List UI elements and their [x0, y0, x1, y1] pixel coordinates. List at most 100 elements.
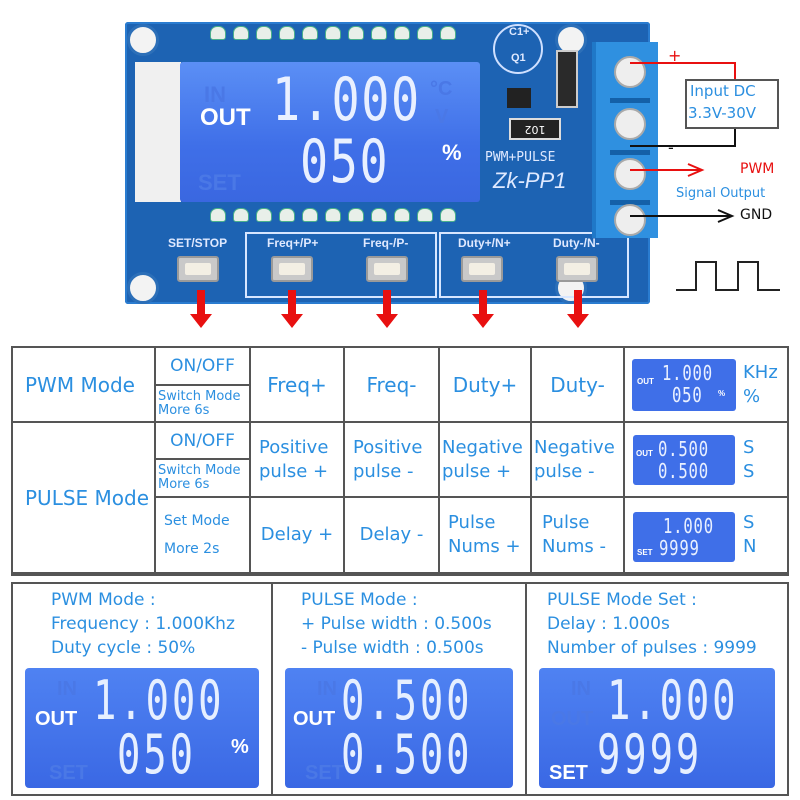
lcd-pins-top [210, 26, 456, 40]
arrow-down-icon [567, 290, 589, 328]
panel-line: Delay : 1.000s [547, 614, 670, 634]
unit-khz: KHz [743, 362, 778, 383]
delay-plus-cell: Delay + [251, 498, 345, 574]
cell-line1: Pulse [542, 512, 590, 533]
switch-mode-line2: More 6s [158, 402, 210, 418]
duty-minus-button[interactable] [556, 256, 598, 282]
button-label-set-stop: SET/STOP [168, 236, 228, 250]
lcd-line2: 050 [300, 127, 390, 197]
set-mode-line1: Set Mode [164, 513, 230, 529]
terminal-screw-plus[interactable] [614, 56, 646, 88]
negative-wire [630, 128, 736, 147]
set-stop-on-off: ON/OFF [156, 423, 251, 460]
unit-s: S [743, 461, 755, 482]
cell-line1: Positive [353, 436, 423, 458]
cell-line2: pulse - [353, 460, 414, 482]
mounting-hole [127, 24, 159, 56]
unit-s: S [743, 437, 755, 458]
terminal-screw-gnd[interactable] [614, 204, 646, 236]
cell-line1: Negative [534, 436, 615, 458]
unit-s: S [743, 512, 755, 533]
signal-output-label: Signal Output [676, 186, 766, 201]
terminal-block [592, 42, 658, 238]
terminal-screw-pwm[interactable] [614, 158, 646, 190]
mini-lcd-line2: 9999 [659, 536, 700, 560]
set-stop-on-off: ON/OFF [156, 348, 251, 386]
plus-sign: + [668, 46, 682, 65]
gnd-arrow-icon [717, 209, 735, 223]
panel-line: Frequency : 1.000Khz [51, 614, 235, 634]
set-stop-set-mode: Set Mode More 2s [156, 498, 251, 574]
input-voltage-label: 3.3V-30V [688, 104, 756, 122]
lcd-ghost-unit-c: °C [430, 78, 453, 100]
delay-minus-cell: Delay - [345, 498, 440, 574]
freq-minus-cell: Freq- [345, 348, 440, 423]
arrow-down-icon [190, 290, 212, 328]
positive-wire [630, 62, 736, 80]
panel-lcd-line1: 1.000 [93, 669, 225, 732]
panel-pwm-mode: PWM Mode : Frequency : 1.000Khz Duty cyc… [13, 584, 273, 794]
cell-line2: pulse - [534, 460, 595, 482]
mini-lcd-line2: 050 [672, 383, 703, 407]
panel-line: Number of pulses : 9999 [547, 638, 757, 658]
mini-lcd-label: SET [637, 548, 653, 557]
switch-mode-line1: Switch Mode [158, 463, 241, 478]
cell-line2: Nums + [448, 536, 521, 557]
panel-pulse-mode: PULSE Mode : + Pulse width : 0.500s - Pu… [273, 584, 527, 794]
resistor: 102 [509, 118, 561, 140]
panel-line: - Pulse width : 0.500s [301, 638, 484, 658]
panel-title: PULSE Mode : [301, 590, 418, 610]
lcd-pins-bottom [210, 208, 456, 222]
lcd-label-set: SET [198, 170, 241, 195]
panel-lcd-label: SET [549, 762, 588, 784]
panel-lcd-line1: 0.500 [341, 669, 473, 732]
panel-text: PULSE Mode : + Pulse width : 0.500s - Pu… [301, 588, 492, 660]
diode [556, 50, 578, 108]
button-label-freq-plus: Freq+/P+ [267, 236, 319, 250]
panel-lcd-unit: % [231, 736, 249, 758]
main-lcd: IN OUT SET 1.000 050 °C V % [180, 62, 480, 202]
duty-plus-button[interactable] [461, 256, 503, 282]
panel-lcd: IN OUT SET 0.500 0.500 [285, 668, 513, 788]
input-dc-box [685, 79, 779, 129]
mini-lcd-pwm: OUT 1.000 050 % [632, 359, 736, 411]
minus-sign: - [668, 138, 674, 157]
input-dc-label: Input DC [690, 82, 756, 100]
set-mode-line2: More 2s [164, 541, 220, 557]
square-wave-icon [676, 261, 780, 291]
freq-minus-button[interactable] [366, 256, 408, 282]
mode-cell-pwm: PWM Mode [13, 348, 156, 423]
mini-lcd-line1: 1.000 [662, 361, 713, 385]
duty-button-group [439, 232, 629, 298]
arrow-down-icon [472, 290, 494, 328]
set-stop-switch-mode: Switch Mode More 6s [156, 386, 251, 423]
mini-lcd-label: OUT [637, 377, 654, 386]
button-label-freq-minus: Freq-/P- [363, 236, 409, 250]
lcd-label-out: OUT [200, 104, 251, 131]
freq-plus-cell: Freq+ [251, 348, 345, 423]
duty-plus-cell: Duty+ [440, 348, 532, 423]
cell-line1: Pulse [448, 512, 496, 533]
freq-button-group [245, 232, 437, 298]
panel-lcd-label: OUT [293, 708, 336, 730]
freq-plus-button[interactable] [271, 256, 313, 282]
panel-lcd-line2: 9999 [597, 723, 703, 786]
pwm-arrow-icon [687, 163, 705, 177]
unit-n: N [743, 536, 757, 557]
function-table: PWM Mode ON/OFF Switch Mode More 6s Freq… [11, 346, 789, 576]
mini-lcd-line1: 1.000 [663, 514, 714, 538]
display-cell-pwm: OUT 1.000 050 % KHz % [625, 348, 789, 423]
terminal-screw-minus[interactable] [614, 108, 646, 140]
mounting-hole [127, 272, 159, 304]
set-stop-button[interactable] [177, 256, 219, 282]
switch-mode-line1: Switch Mode [158, 388, 241, 404]
lcd-unit-percent: % [442, 140, 462, 165]
panel-text: PWM Mode : Frequency : 1.000Khz Duty cyc… [51, 588, 235, 660]
duty-minus-cell: Duty- [532, 348, 625, 423]
board-subtitle: PWM+PULSE [485, 150, 556, 165]
mode-cell-pulse: PULSE Mode [13, 423, 156, 574]
